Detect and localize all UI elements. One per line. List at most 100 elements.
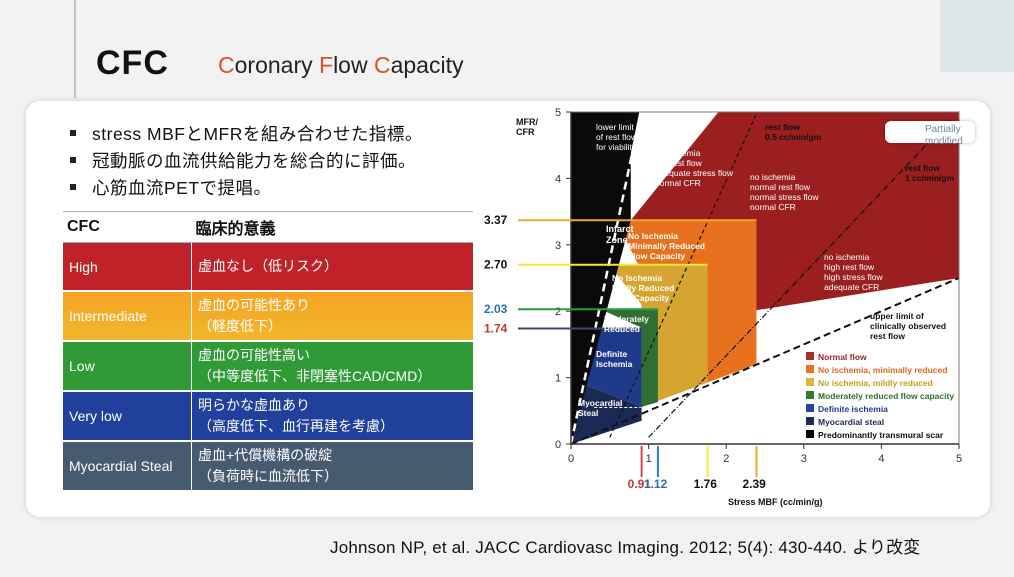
legend-swatch	[806, 391, 814, 399]
normal-high-annotation: high rest flow	[824, 262, 875, 272]
legend-label: Myocardial steal	[818, 417, 884, 427]
legend-label: Predominantly transmural scar	[818, 430, 944, 440]
mfr-cutoff-label: 1.74	[484, 321, 508, 335]
bullet-icon	[70, 157, 76, 164]
modified-badge: Partially modified	[885, 121, 975, 147]
normal-normal-annotation: normal rest flow	[750, 182, 811, 192]
table-row: Intermediate 虚血の可能性あり（軽度低下）	[63, 291, 473, 342]
zone-minimal-label: Minimally Reduced	[628, 241, 705, 251]
normal-normal-annotation: normal CFR	[750, 202, 796, 212]
legend-swatch	[806, 430, 814, 438]
bullet-text: stress MBFとMFRを組み合わせた指標。	[92, 124, 423, 144]
cfc-level-cell: Very low	[63, 391, 192, 442]
meaning-line: （中等度低下、非閉塞性CAD/CMD）	[198, 368, 432, 384]
rest-flow-1-label: rest flow	[905, 163, 940, 173]
upper-rest-limit-line	[570, 277, 960, 445]
normal-lowrest-annotation: adequate stress flow	[655, 168, 734, 178]
x-axis-label: Stress MBF (cc/min/g)	[728, 497, 823, 507]
zone-definite-label: Definite	[596, 349, 627, 359]
page-title: CFC	[96, 44, 169, 82]
scar-annotation: of rest flow	[596, 132, 638, 142]
x-tick-label: 4	[878, 453, 884, 465]
meaning-line: 虚血の可能性あり	[198, 297, 310, 313]
normal-high-annotation: adequate CFR	[824, 282, 879, 292]
badge-text: Partially modified	[925, 124, 963, 147]
meaning-cell: 虚血の可能性あり（軽度低下）	[191, 291, 473, 342]
x-tick-label: 2	[723, 453, 729, 465]
meaning-line: 虚血なし（低リスク）	[198, 258, 338, 274]
zone-steal-label: Myocardial	[578, 398, 622, 408]
rest-flow-1-line	[648, 118, 952, 438]
table-header-meaning: 臨床的意義	[191, 211, 473, 243]
corner-decoration	[940, 0, 1014, 72]
normal-lowrest-annotation: normal CFR	[655, 178, 701, 188]
cfc-level-cell: Myocardial Steal	[63, 441, 192, 492]
x-tick-label: 1	[646, 453, 652, 465]
table-row: Low 虚血の可能性高い （中等度低下、非閉塞性CAD/CMD）	[63, 341, 473, 392]
bullet-item: 心筋血流PETで提唱。	[70, 175, 423, 202]
zone-minimal-label: Flow Capacity	[628, 251, 685, 261]
x-tick-label: 0	[568, 453, 574, 465]
meaning-line: （高度低下、血行再建を考慮）	[198, 418, 394, 434]
mfr-cutoff-label: 2.70	[484, 258, 508, 272]
cfc-level-cell: Low	[63, 341, 192, 392]
table-row: Myocardial Steal 虚血+代償機構の破綻 （負荷時に血流低下）	[63, 441, 473, 492]
legend-label: Definite ischemia	[818, 404, 888, 414]
bullet-item: 冠動脈の血流供給能力を総合的に評価。	[70, 148, 423, 175]
legend-swatch	[806, 404, 814, 412]
meaning-cell: 虚血+代償機構の破綻 （負荷時に血流低下）	[191, 441, 473, 492]
zone-myocardial-steal	[571, 384, 642, 444]
meaning-cell: 虚血の可能性高い （中等度低下、非閉塞性CAD/CMD）	[191, 341, 473, 392]
bullet-list: stress MBFとMFRを組み合わせた指標。 冠動脈の血流供給能力を総合的に…	[70, 121, 423, 202]
legend-swatch	[806, 378, 814, 386]
normal-lowrest-annotation: no ischemia	[655, 148, 701, 158]
zone-moderate-label: Moderately	[604, 314, 649, 324]
x-tick-label: 5	[956, 453, 962, 465]
scar-annotation: for viability	[596, 142, 637, 152]
zone-mild-label: Mildly Reduced	[612, 283, 674, 293]
zone-definite-label: Ischemia	[596, 359, 633, 369]
table-header-row: CFC 臨床的意義	[63, 211, 473, 243]
normal-high-annotation: high stress flow	[824, 272, 883, 282]
y-axis-label: CFR	[516, 127, 535, 137]
bullet-text: 冠動脈の血流供給能力を総合的に評価。	[92, 151, 416, 171]
normal-lowrest-annotation: low rest flow	[655, 158, 703, 168]
viability-limit-line	[569, 111, 643, 445]
zone-minimal-label: No Ischemia	[628, 231, 678, 241]
upper-limit-label: upper limit of	[870, 311, 924, 321]
upper-limit-label: rest flow	[870, 331, 905, 341]
subtitle-word: low	[333, 52, 374, 78]
bullet-icon	[70, 184, 76, 191]
subtitle-initial: C	[218, 52, 235, 78]
legend-label: No ischemia, mildly reduced	[818, 378, 933, 388]
meaning-line: 明らかな虚血あり	[198, 397, 310, 413]
stress-cutoff-label: 0.91	[628, 477, 652, 491]
meaning-line: 虚血+代償機構の破綻	[198, 447, 333, 463]
stress-cutoff-label: 1.12	[644, 477, 668, 491]
mfr-cutoff-label: 3.37	[484, 213, 508, 227]
y-tick-label: 4	[555, 173, 561, 185]
bullet-icon	[70, 130, 76, 137]
y-tick-label: 0	[555, 439, 561, 451]
bullet-text: 心筋血流PETで提唱。	[92, 178, 272, 198]
meaning-cell: 虚血なし（低リスク）	[191, 242, 473, 292]
meaning-line: （負荷時に血流低下）	[198, 468, 338, 484]
legend-swatch	[806, 352, 814, 360]
zone-moderately-reduced	[600, 309, 658, 407]
zone-mild-label: No Ischemia	[612, 273, 662, 283]
header-divider	[74, 0, 76, 98]
subtitle-word: apacity	[390, 52, 464, 78]
subtitle-initial: C	[373, 52, 391, 78]
cfc-level-cell: Intermediate	[63, 291, 192, 342]
meaning-cell: 明らかな虚血あり （高度低下、血行再建を考慮）	[191, 391, 473, 442]
cfc-table: CFC 臨床的意義 High 虚血なし（低リスク） Intermediate 虚…	[63, 211, 473, 492]
meaning-line: 虚血の可能性高い	[198, 347, 310, 363]
upper-limit-label: clinically observed	[870, 321, 946, 331]
bullet-item: stress MBFとMFRを組み合わせた指標。	[70, 121, 423, 148]
citation: Johnson NP, et al. JACC Cardiovasc Imagi…	[330, 538, 921, 557]
infarct-annotation: Infarct	[606, 224, 634, 234]
cfc-level-cell: High	[63, 242, 192, 292]
stress-cutoff-label: 2.39	[742, 477, 766, 491]
x-tick-label: 3	[801, 453, 807, 465]
